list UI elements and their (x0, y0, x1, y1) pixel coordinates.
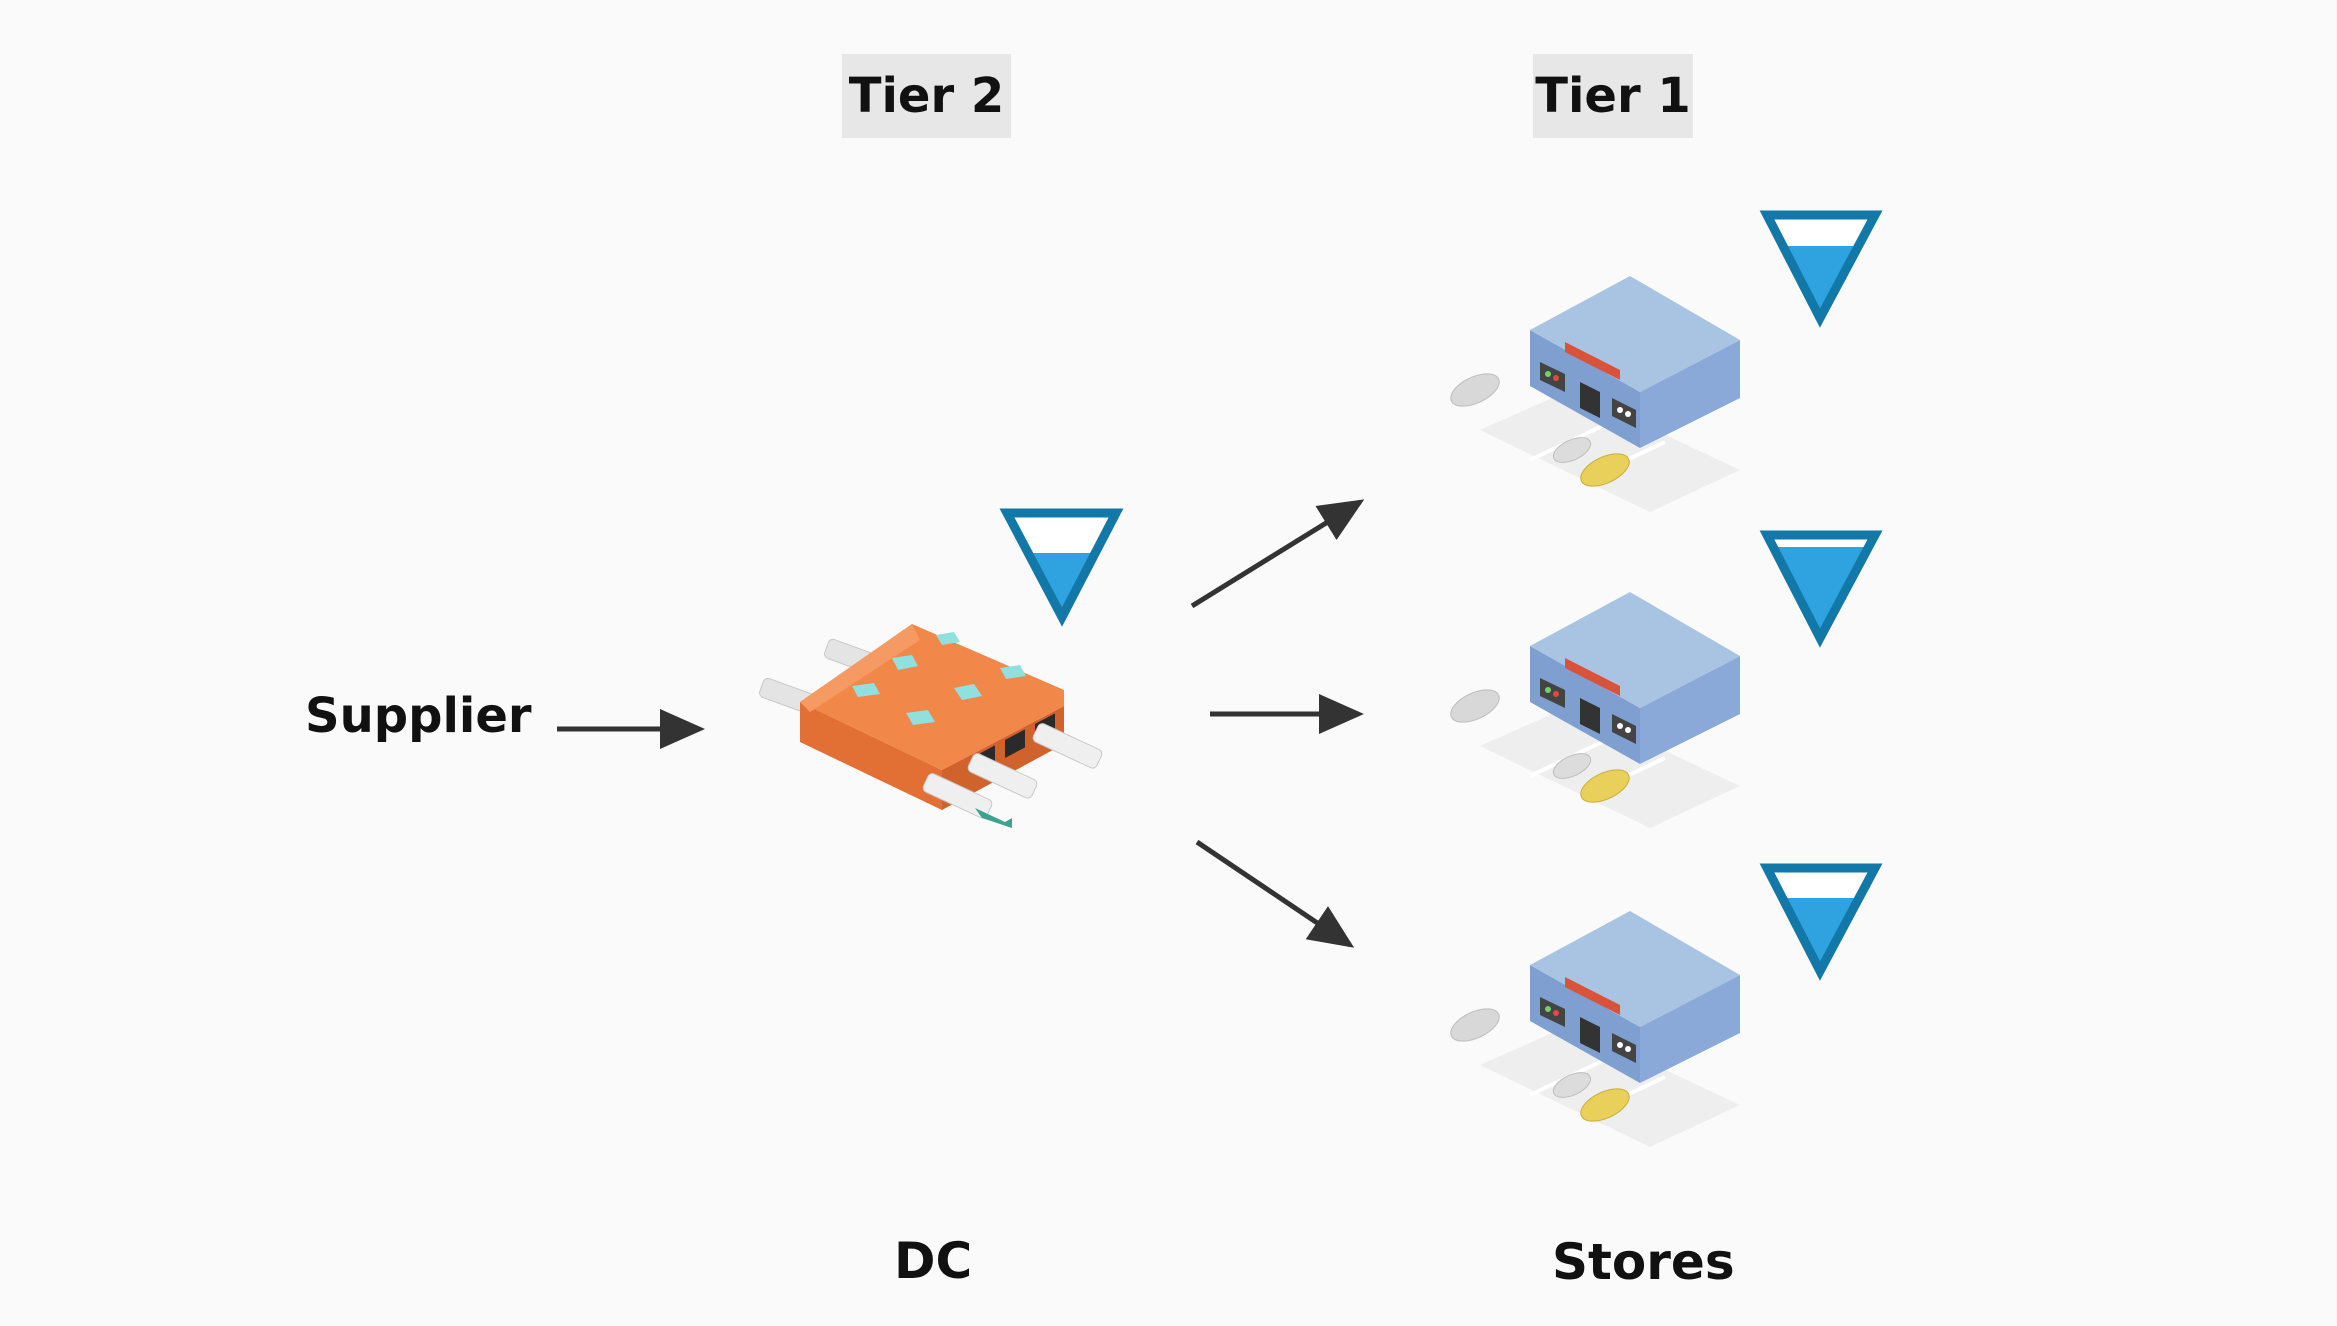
store-icon-1 (1450, 276, 1740, 512)
stores-label: Stores (1552, 1233, 1735, 1291)
warehouse-icon (759, 624, 1103, 828)
dc-inventory-level-icon (999, 508, 1124, 627)
dc-to-store-1-arrow (1190, 499, 1365, 609)
supplier-label: Supplier (305, 688, 532, 744)
dc-to-store-3-arrow (1195, 839, 1355, 948)
store-3-inventory-level-icon (1759, 863, 1883, 981)
store-icon-2 (1450, 592, 1740, 828)
store-icon-3 (1450, 911, 1740, 1147)
store-2-inventory-level-icon (1759, 530, 1883, 648)
tier-2-label: Tier 2 (842, 54, 1011, 138)
dc-label: DC (894, 1232, 973, 1290)
tier-1-label: Tier 1 (1533, 54, 1693, 138)
store-1-inventory-level-icon (1759, 210, 1883, 328)
